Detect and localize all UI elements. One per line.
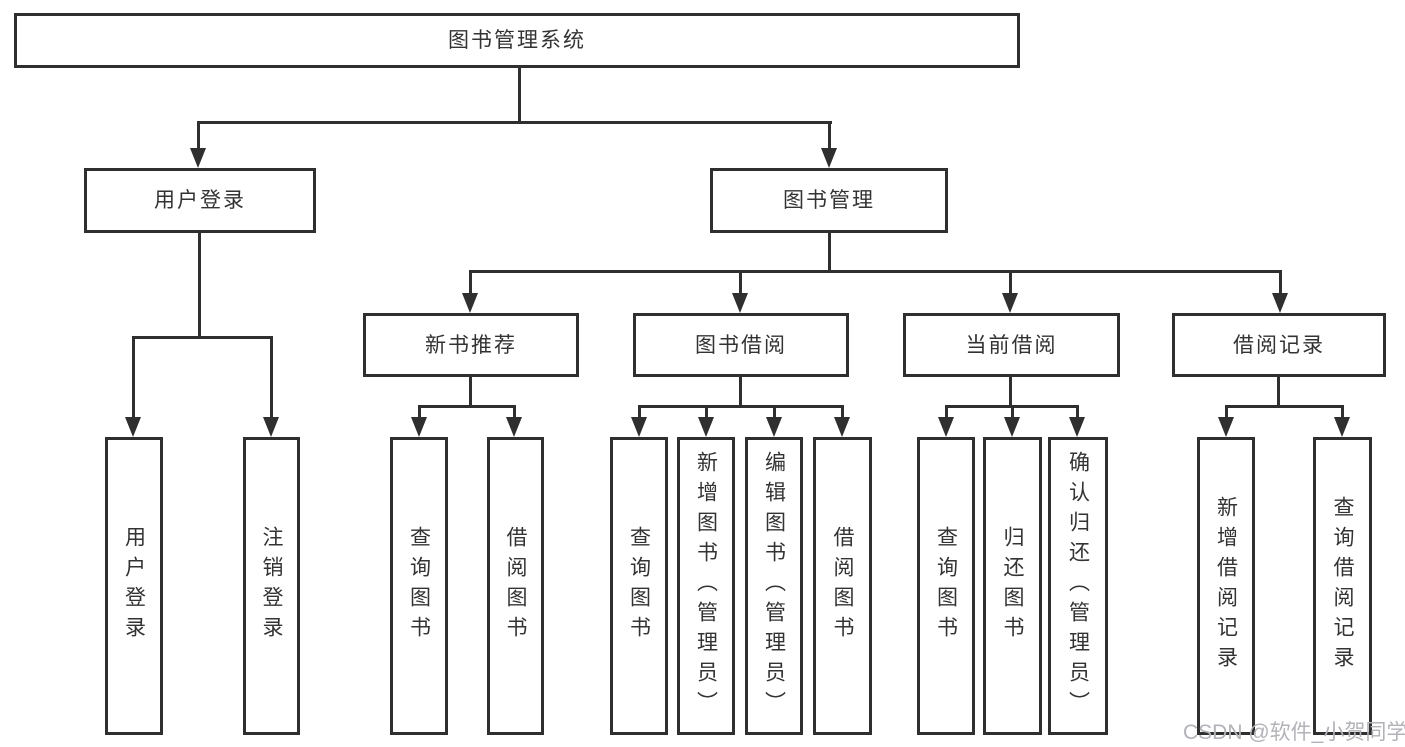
leaf-query-books-borrowing: 查询图书 (610, 437, 668, 735)
leaf-label: 归还图书 (1001, 526, 1024, 646)
leaf-label: 确认归还（管理员） (1066, 451, 1090, 721)
leaf-query-borrow-record: 查询借阅记录 (1313, 437, 1372, 735)
node-label: 图书管理 (783, 189, 875, 212)
connector-stem (469, 377, 472, 408)
arrow-down-icon (698, 417, 714, 437)
arrow-down-icon (263, 417, 279, 437)
leaf-user-login: 用户登录 (105, 437, 163, 735)
connector-drop (270, 336, 273, 420)
node-user-login: 用户登录 (84, 168, 316, 233)
connector-drop (132, 336, 135, 420)
connector-root-stem (518, 67, 521, 124)
node-book-borrowing: 图书借阅 (633, 313, 849, 377)
connector-drop (418, 405, 421, 420)
connector-stem (739, 377, 742, 408)
arrow-down-icon (631, 417, 647, 437)
connector-user-login-stem (198, 233, 201, 339)
connector-stem (1009, 377, 1012, 408)
node-current-borrowing: 当前借阅 (903, 313, 1120, 377)
leaf-borrow-books-recommend: 借阅图书 (487, 437, 544, 735)
connector-book-mgmt-split (469, 270, 1282, 273)
node-book-management: 图书管理 (710, 168, 948, 233)
connector-drop (1225, 405, 1228, 420)
leaf-add-books-admin: 新增图书（管理员） (677, 437, 735, 735)
leaf-query-books-current: 查询图书 (917, 437, 975, 735)
arrow-down-icon (411, 417, 427, 437)
connector-drop-user-login (197, 121, 200, 151)
node-root-library-system: 图书管理系统 (14, 13, 1020, 68)
connector-drop (1279, 270, 1282, 296)
leaf-query-books-recommend: 查询图书 (390, 437, 448, 735)
connector-drop (1009, 270, 1012, 296)
connector-drop (705, 405, 708, 420)
connector-drop (638, 405, 641, 420)
connector-drop (945, 405, 948, 420)
connector-book-mgmt-stem (828, 233, 831, 273)
leaf-logout: 注销登录 (243, 437, 300, 735)
arrow-down-icon (506, 417, 522, 437)
connector-drop (773, 405, 776, 420)
arrow-down-icon (821, 148, 837, 168)
leaf-label: 注销登录 (260, 526, 283, 646)
arrow-down-icon (1218, 417, 1234, 437)
arrow-down-icon (1069, 417, 1085, 437)
connector-user-login-split (132, 336, 273, 339)
arrow-down-icon (190, 148, 206, 168)
leaf-label: 借阅图书 (504, 526, 527, 646)
arrow-down-icon (1002, 293, 1018, 313)
csdn-watermark: CSDN @软件_小贺同学 (1183, 721, 1405, 744)
arrow-down-icon (462, 293, 478, 313)
connector-drop (841, 405, 844, 420)
node-label: 当前借阅 (965, 333, 1058, 357)
leaf-label: 查询借阅记录 (1331, 496, 1354, 676)
connector-drop (469, 270, 472, 296)
leaf-label: 借阅图书 (831, 526, 854, 646)
leaf-label: 新增图书（管理员） (694, 451, 718, 721)
node-label: 图书管理系统 (448, 29, 586, 52)
connector-drop (739, 270, 742, 296)
node-borrowing-records: 借阅记录 (1172, 313, 1386, 377)
leaf-edit-books-admin: 编辑图书（管理员） (745, 437, 803, 735)
connector-split (1225, 405, 1343, 408)
connector-stem (1277, 377, 1280, 408)
arrow-down-icon (834, 417, 850, 437)
connector-drop-book-mgmt (828, 121, 831, 151)
connector-split (638, 405, 844, 408)
leaf-label: 编辑图书（管理员） (762, 451, 786, 721)
connector-drop (1341, 405, 1344, 420)
leaf-borrow-books-borrowing: 借阅图书 (813, 437, 872, 735)
arrow-down-icon (766, 417, 782, 437)
leaf-label: 查询图书 (934, 526, 958, 646)
node-label: 用户登录 (154, 189, 246, 212)
arrow-down-icon (732, 293, 748, 313)
connector-split (418, 405, 516, 408)
arrow-down-icon (1334, 417, 1350, 437)
arrow-down-icon (125, 417, 141, 437)
connector-drop (513, 405, 516, 420)
node-label: 新书推荐 (425, 333, 517, 357)
leaf-confirm-return-admin: 确认归还（管理员） (1048, 437, 1108, 735)
leaf-label: 用户登录 (122, 526, 146, 646)
arrow-down-icon (938, 417, 954, 437)
node-new-book-recommend: 新书推荐 (363, 313, 579, 377)
leaf-label: 查询图书 (627, 526, 651, 646)
arrow-down-icon (1004, 417, 1020, 437)
leaf-return-books: 归还图书 (983, 437, 1042, 735)
arrow-down-icon (1272, 293, 1288, 313)
node-label: 借阅记录 (1233, 333, 1325, 357)
connector-drop (1011, 405, 1014, 420)
connector-drop (1076, 405, 1079, 420)
node-label: 图书借阅 (695, 333, 787, 357)
leaf-label: 查询图书 (407, 526, 431, 646)
connector-root-split (198, 121, 832, 124)
leaf-add-borrow-record: 新增借阅记录 (1197, 437, 1255, 735)
leaf-label: 新增借阅记录 (1214, 496, 1238, 676)
